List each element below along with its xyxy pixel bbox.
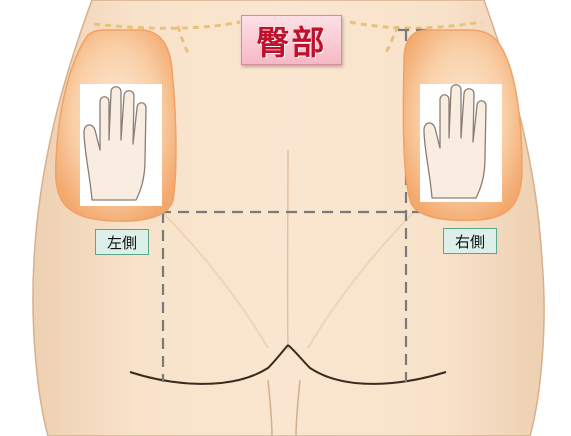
left-buttock-shadow xyxy=(159,209,269,349)
waistband-dots-right-drop xyxy=(382,25,400,57)
right-buttock-shadow xyxy=(307,209,417,349)
page-title: 臀部 xyxy=(241,15,342,65)
left-side-label: 左側 xyxy=(95,229,149,255)
left-leg-outline xyxy=(267,379,273,436)
left-hand-icon xyxy=(80,84,162,206)
waistband-dots-left-drop xyxy=(176,25,192,57)
right-gluteal-fold xyxy=(287,344,447,385)
right-side-label: 右側 xyxy=(443,228,497,254)
waistband-dots xyxy=(93,20,483,30)
right-leg-outline xyxy=(295,379,301,436)
right-hand-icon xyxy=(420,84,502,202)
